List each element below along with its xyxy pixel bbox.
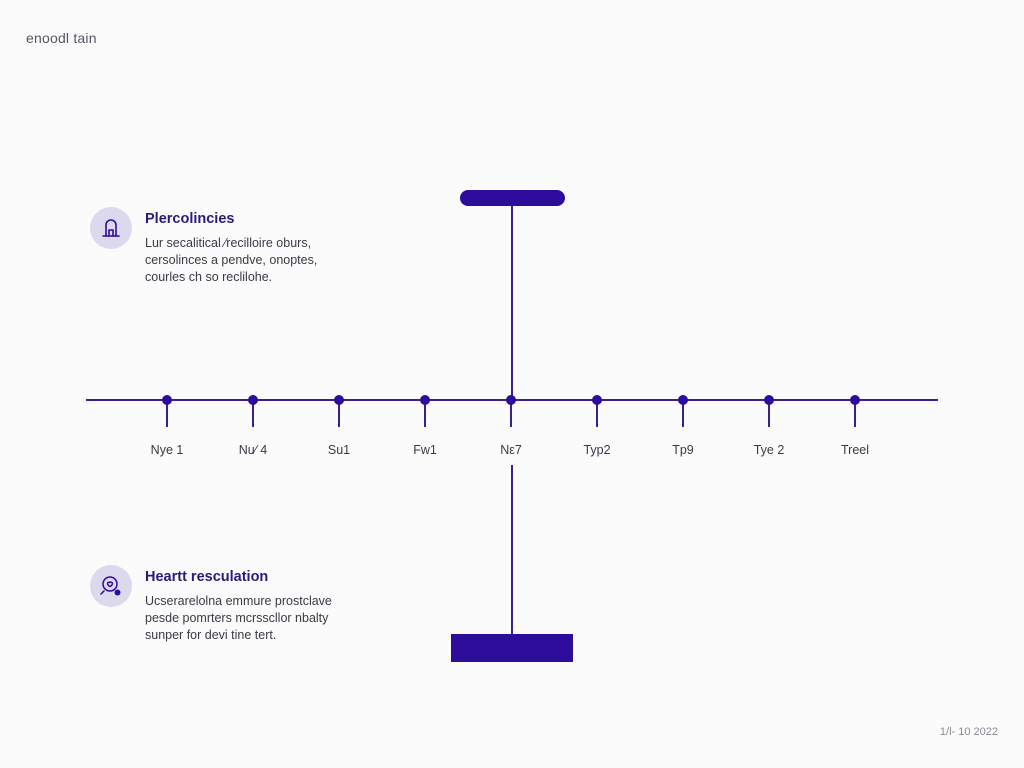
tooth-icon bbox=[102, 219, 120, 237]
timeline-tick-label: Nε7 bbox=[500, 443, 522, 457]
timeline-tick-label: Su1 bbox=[327, 443, 351, 457]
timeline-node bbox=[764, 395, 774, 405]
timeline-tick-label: Fw1 bbox=[413, 443, 437, 457]
footer-date: 1/l- 10 2022 bbox=[939, 726, 998, 738]
card-title: Plercolincies bbox=[145, 211, 235, 227]
timeline-node bbox=[334, 395, 344, 405]
card-title: Heartt resculation bbox=[145, 569, 269, 585]
card-description: Lur secalitical ⁄recilloire oburs, cerso… bbox=[145, 235, 375, 286]
icon-badge bbox=[90, 207, 132, 249]
timeline-ticks bbox=[162, 395, 860, 427]
card-description-line: cersolinces a pendve, onoptes, bbox=[145, 253, 318, 267]
timeline-node bbox=[678, 395, 688, 405]
lower-base-bar bbox=[451, 634, 573, 662]
timeline-tick-label: Typ2 bbox=[583, 443, 611, 457]
card-description-line: Ucserarelolna emmure prostclave bbox=[145, 594, 332, 608]
timeline-node bbox=[850, 395, 860, 405]
timeline-tick-label: Tp9 bbox=[672, 443, 694, 457]
icon-badge bbox=[90, 565, 132, 607]
timeline-tick-label: Nye 1 bbox=[150, 443, 184, 457]
card-description-line: courles ch so reclilohe. bbox=[145, 270, 273, 284]
brand-name: enoodl tain bbox=[26, 30, 97, 46]
timeline-tick-label: Treel bbox=[840, 443, 869, 457]
timeline-node bbox=[248, 395, 258, 405]
timeline-tick-label: Nu⁄ 4 bbox=[238, 443, 268, 457]
upper-cap-bar bbox=[460, 190, 565, 206]
card-description-line: sunper for devi tine tert. bbox=[145, 628, 277, 642]
heart-scan-icon bbox=[100, 576, 121, 596]
timeline-node bbox=[506, 395, 516, 405]
card-description-line: pesde pomrters mcrsscllor nbalty bbox=[145, 611, 329, 625]
card-description: Ucserarelolna emmure prostclave pesde po… bbox=[145, 593, 375, 644]
info-card-top: Plercolincies Lur secalitical ⁄recilloir… bbox=[90, 207, 410, 287]
timeline-tick-label: Tye 2 bbox=[753, 443, 785, 457]
timeline-node bbox=[592, 395, 602, 405]
timeline-node bbox=[420, 395, 430, 405]
timeline-node bbox=[162, 395, 172, 405]
info-card-bottom: Heartt resculation Ucserarelolna emmure … bbox=[90, 565, 410, 645]
card-description-line: Lur secalitical ⁄recilloire oburs, bbox=[145, 236, 312, 250]
